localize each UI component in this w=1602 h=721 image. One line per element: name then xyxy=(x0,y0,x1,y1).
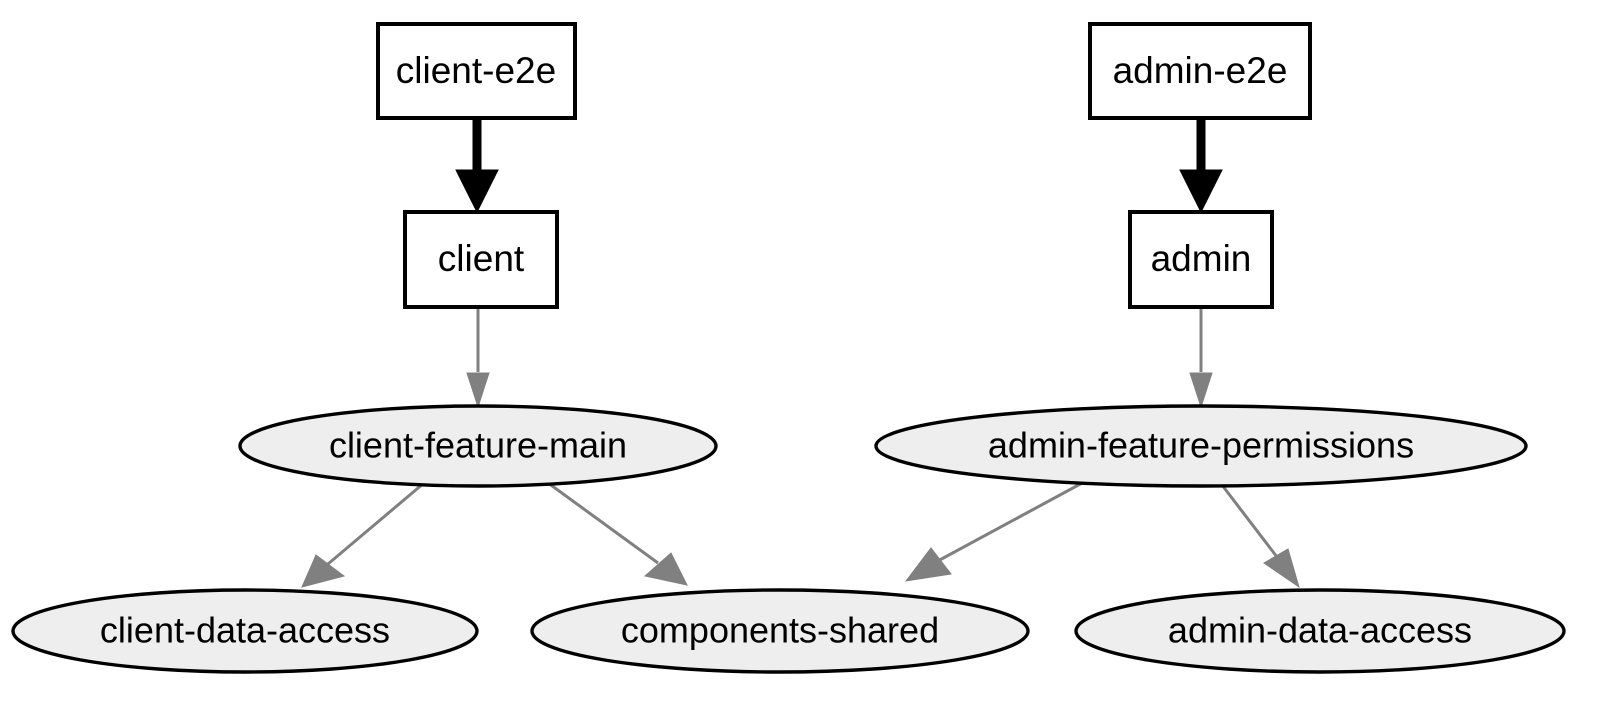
edge-admin-feature-permissions-to-admin-data-access[interactable] xyxy=(1220,484,1300,589)
edge-client-feature-main-to-components-shared[interactable] xyxy=(543,478,688,586)
edge-line xyxy=(935,480,1085,564)
arrowhead-icon xyxy=(904,547,952,582)
node-shape-ellipse xyxy=(238,404,718,488)
node-shape-ellipse xyxy=(874,404,1528,488)
node-client-feature-main[interactable]: client-feature-main xyxy=(238,404,718,488)
node-label: admin-data-access xyxy=(1168,610,1472,651)
node-shape-box xyxy=(1128,210,1274,309)
node-client-e2e[interactable]: client-e2e xyxy=(376,22,577,120)
node-admin[interactable]: admin xyxy=(1128,210,1274,309)
node-shape-box xyxy=(1088,22,1312,120)
node-layer: client-e2e admin-e2e client admin client… xyxy=(11,22,1566,674)
arrowhead-icon xyxy=(466,372,490,409)
arrowhead-icon xyxy=(1179,169,1223,214)
node-client-data-access[interactable]: client-data-access xyxy=(11,588,479,674)
node-shape-box xyxy=(403,210,559,309)
node-label: components-shared xyxy=(621,610,939,651)
node-client[interactable]: client xyxy=(403,210,559,309)
node-label: client-data-access xyxy=(100,610,390,651)
edge-admin-e2e-to-admin[interactable] xyxy=(1179,118,1223,214)
edge-client-feature-main-to-client-data-access[interactable] xyxy=(301,481,425,588)
edge-admin-feature-permissions-to-components-shared[interactable] xyxy=(904,480,1085,582)
node-label: admin xyxy=(1151,238,1252,279)
node-shape-box xyxy=(376,22,577,120)
arrowhead-icon xyxy=(301,554,346,588)
edge-line xyxy=(327,481,425,566)
arrowhead-icon xyxy=(1263,548,1300,589)
node-label: admin-feature-permissions xyxy=(988,425,1414,466)
node-admin-data-access[interactable]: admin-data-access xyxy=(1074,588,1566,674)
node-shape-ellipse xyxy=(11,588,479,674)
edge-client-to-client-feature-main[interactable] xyxy=(466,307,490,409)
node-shape-ellipse xyxy=(1074,588,1566,674)
node-label: admin-e2e xyxy=(1113,50,1288,91)
edge-client-e2e-to-client[interactable] xyxy=(455,118,499,214)
arrowhead-icon xyxy=(643,552,688,586)
arrowhead-icon xyxy=(1189,372,1213,409)
edge-line xyxy=(1220,484,1279,558)
edge-admin-to-admin-feature-permissions[interactable] xyxy=(1189,307,1213,409)
node-components-shared[interactable]: components-shared xyxy=(530,588,1030,674)
edge-layer xyxy=(301,118,1300,589)
node-admin-feature-permissions[interactable]: admin-feature-permissions xyxy=(874,404,1528,488)
node-label: client-e2e xyxy=(396,50,556,91)
node-label: client xyxy=(438,238,525,279)
node-label: client-feature-main xyxy=(329,425,627,466)
edge-line xyxy=(543,478,659,565)
node-shape-ellipse xyxy=(530,588,1030,674)
node-admin-e2e[interactable]: admin-e2e xyxy=(1088,22,1312,120)
arrowhead-icon xyxy=(455,169,499,214)
